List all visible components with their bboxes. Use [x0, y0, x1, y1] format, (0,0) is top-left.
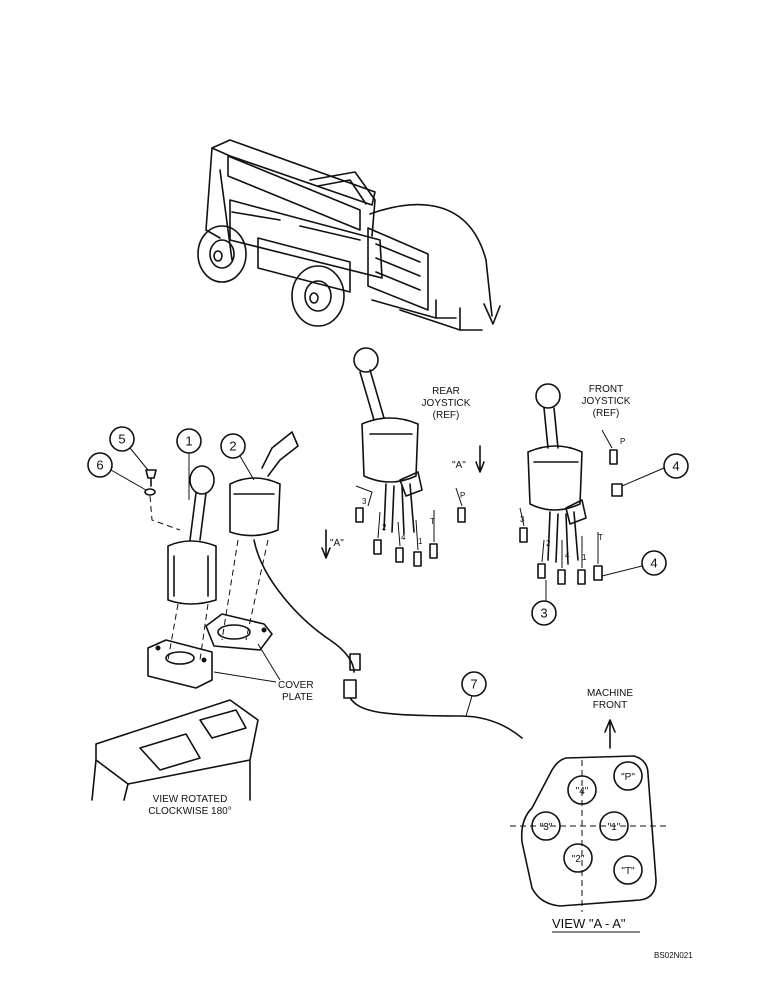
figure-id: BS02N021: [654, 951, 693, 960]
screw-item-5: [145, 469, 157, 487]
svg-text:CLOCKWISE 180°: CLOCKWISE 180°: [148, 806, 231, 817]
joystick-item-1: [167, 465, 217, 661]
section-a-label-rear: "A": [452, 460, 466, 471]
callout-7: 7: [461, 671, 487, 717]
svg-text:JOYSTICK: JOYSTICK: [422, 398, 471, 409]
svg-text:5: 5: [118, 432, 125, 447]
svg-text:1: 1: [418, 537, 423, 546]
svg-text:REAR: REAR: [432, 386, 460, 397]
svg-text:4: 4: [401, 533, 406, 542]
callout-4-upper: 4: [621, 453, 689, 487]
callout-1: 1: [176, 428, 202, 500]
front-port-fittings: [519, 449, 623, 585]
callout-6: 6: [87, 452, 147, 491]
joystick-item-2: [221, 431, 523, 739]
svg-text:7: 7: [470, 677, 477, 692]
port-layout-view-aa: [510, 719, 666, 912]
view-rotated-label: VIEW ROTATED CLOCKWISE 180°: [148, 794, 231, 817]
mounting-plate: [147, 639, 213, 689]
svg-text:(REF): (REF): [593, 408, 620, 419]
washer-item-6: [144, 488, 181, 531]
svg-text:MACHINE: MACHINE: [587, 688, 633, 699]
machine-wheel: [197, 225, 247, 283]
svg-text:T: T: [598, 533, 603, 542]
rear-joystick-label: REAR JOYSTICK (REF): [422, 386, 471, 421]
svg-text:COVER: COVER: [278, 680, 314, 691]
svg-text:4: 4: [565, 551, 570, 560]
svg-text:4: 4: [672, 459, 679, 474]
svg-text:2: 2: [546, 539, 551, 548]
front-port-labels: 3 2 4 1 T P: [520, 437, 625, 562]
cover-plate: [205, 613, 273, 651]
telehandler-illustration: [197, 139, 501, 331]
svg-text:6: 6: [96, 458, 103, 473]
rear-joystick-assembly: [321, 347, 485, 567]
svg-text:"T": "T": [621, 866, 635, 877]
svg-text:FRONT: FRONT: [593, 700, 627, 711]
svg-text:T: T: [430, 517, 435, 526]
svg-text:4: 4: [650, 556, 657, 571]
svg-text:"4": "4": [576, 786, 589, 797]
port-plate-outline: [520, 755, 657, 907]
view-aa-title: VIEW "A - A": [552, 916, 626, 931]
front-joystick-assembly: [519, 383, 623, 585]
svg-text:(REF): (REF): [433, 410, 460, 421]
svg-text:VIEW ROTATED: VIEW ROTATED: [153, 794, 228, 805]
svg-text:1: 1: [582, 553, 587, 562]
rear-port-labels: 3 2 4 1 T P: [362, 491, 465, 546]
svg-text:2: 2: [382, 523, 387, 532]
svg-text:2: 2: [229, 439, 236, 454]
callout-5: 5: [109, 426, 149, 471]
section-a-label-left: "A": [330, 538, 344, 549]
callout-2: 2: [220, 433, 255, 481]
svg-text:3: 3: [540, 606, 547, 621]
rear-port-fittings: [355, 507, 466, 567]
svg-text:"1": "1": [608, 822, 621, 833]
cover-plate-label: COVER PLATE: [278, 680, 314, 703]
svg-text:P: P: [620, 437, 625, 446]
svg-text:3: 3: [362, 497, 367, 506]
svg-text:1: 1: [185, 434, 192, 449]
svg-text:"P": "P": [621, 772, 635, 783]
callout-4-lower: 4: [601, 550, 667, 577]
left-assembly: [91, 431, 523, 801]
console-base: [95, 699, 259, 785]
front-joystick-label: FRONT JOYSTICK (REF): [582, 384, 631, 419]
machine-front-label: MACHINE FRONT: [587, 688, 633, 711]
svg-text:"3": "3": [540, 822, 553, 833]
svg-text:JOYSTICK: JOYSTICK: [582, 396, 631, 407]
view-aa-port-labels: "4" "P" "3" "1" "2" "T": [540, 772, 636, 877]
detail-arrow: [369, 203, 493, 317]
svg-text:"2": "2": [572, 854, 585, 865]
machine-wheel: [291, 265, 345, 327]
callout-3: 3: [531, 580, 557, 626]
svg-text:3: 3: [520, 515, 525, 524]
svg-text:P: P: [460, 491, 465, 500]
svg-text:FRONT: FRONT: [589, 384, 623, 395]
svg-text:PLATE: PLATE: [282, 692, 313, 703]
